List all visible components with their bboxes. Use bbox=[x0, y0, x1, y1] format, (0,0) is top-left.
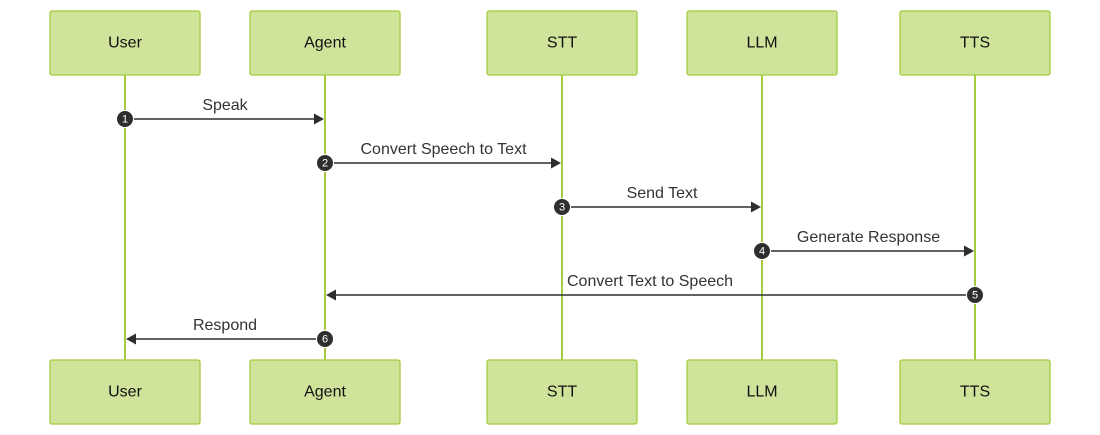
arrowhead-icon bbox=[964, 245, 974, 257]
message-label: Speak bbox=[202, 97, 248, 114]
actor-user-bottom: User bbox=[49, 359, 201, 425]
actor-box bbox=[686, 359, 838, 425]
actor-llm-bottom: LLM bbox=[686, 359, 838, 425]
message-label: Generate Response bbox=[797, 229, 940, 246]
actor-agent-bottom: Agent bbox=[249, 359, 401, 425]
actor-box bbox=[686, 10, 838, 76]
actor-box bbox=[899, 10, 1051, 76]
badge-circle-icon bbox=[116, 110, 134, 128]
actor-tts-top: TTS bbox=[899, 10, 1051, 76]
actor-tts-bottom: TTS bbox=[899, 359, 1051, 425]
actor-label: TTS bbox=[960, 35, 990, 52]
arrowhead-icon bbox=[551, 157, 561, 169]
message-label: Convert Text to Speech bbox=[567, 273, 733, 290]
step-number: 3 bbox=[559, 202, 565, 214]
arrowhead-icon bbox=[314, 113, 324, 125]
actor-box bbox=[486, 359, 638, 425]
actor-stt-bottom: STT bbox=[486, 359, 638, 425]
arrowhead-icon bbox=[326, 289, 336, 301]
message-6: Respond 6 bbox=[126, 317, 334, 348]
actor-label: Agent bbox=[304, 384, 346, 401]
step-number-badge: 6 bbox=[316, 330, 334, 348]
badge-circle-icon bbox=[316, 330, 334, 348]
step-number-badge: 5 bbox=[966, 286, 984, 304]
actor-user-top: User bbox=[49, 10, 201, 76]
actor-box bbox=[249, 359, 401, 425]
arrowhead-icon bbox=[751, 201, 761, 213]
message-label: Convert Speech to Text bbox=[360, 141, 527, 158]
message-1: Speak 1 bbox=[116, 97, 324, 128]
actor-label: STT bbox=[547, 35, 577, 52]
badge-circle-icon bbox=[966, 286, 984, 304]
actor-agent-top: Agent bbox=[249, 10, 401, 76]
actor-label: STT bbox=[547, 384, 577, 401]
actor-label: LLM bbox=[746, 35, 777, 52]
step-number-badge: 1 bbox=[116, 110, 134, 128]
step-number: 4 bbox=[759, 246, 765, 258]
step-number: 2 bbox=[322, 158, 328, 170]
actor-stt-top: STT bbox=[486, 10, 638, 76]
actor-box bbox=[899, 359, 1051, 425]
step-number: 1 bbox=[122, 114, 128, 126]
actor-box bbox=[486, 10, 638, 76]
badge-circle-icon bbox=[553, 198, 571, 216]
step-number: 6 bbox=[322, 334, 328, 346]
badge-circle-icon bbox=[316, 154, 334, 172]
step-number-badge: 2 bbox=[316, 154, 334, 172]
step-number: 5 bbox=[972, 290, 978, 302]
actor-label: User bbox=[108, 384, 142, 401]
step-number-badge: 4 bbox=[753, 242, 771, 260]
actor-box bbox=[249, 10, 401, 76]
message-3: Send Text 3 bbox=[553, 185, 761, 216]
message-2: Convert Speech to Text 2 bbox=[316, 141, 561, 172]
badge-circle-icon bbox=[753, 242, 771, 260]
actor-label: User bbox=[108, 35, 142, 52]
message-4: Generate Response 4 bbox=[753, 229, 974, 260]
arrowhead-icon bbox=[126, 333, 136, 345]
message-label: Send Text bbox=[627, 185, 698, 202]
message-label: Respond bbox=[193, 317, 257, 334]
actor-box bbox=[49, 359, 201, 425]
step-number-badge: 3 bbox=[553, 198, 571, 216]
message-5: Convert Text to Speech 5 bbox=[326, 273, 984, 304]
actor-box bbox=[49, 10, 201, 76]
actor-label: TTS bbox=[960, 384, 990, 401]
actor-label: LLM bbox=[746, 384, 777, 401]
actor-label: Agent bbox=[304, 35, 346, 52]
actor-llm-top: LLM bbox=[686, 10, 838, 76]
